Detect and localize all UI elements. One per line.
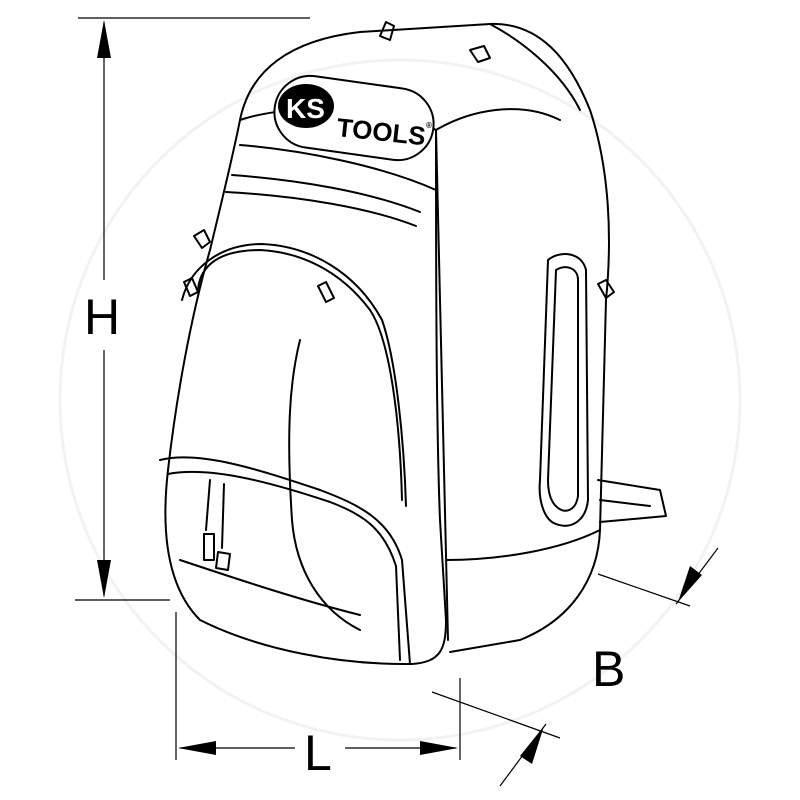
depth-dimension	[431, 547, 719, 787]
height-label: H	[84, 289, 120, 345]
depth-label: B	[592, 641, 625, 697]
logo-registered: ®	[426, 121, 432, 130]
watermark-circle	[58, 58, 742, 742]
backpack-outline	[159, 21, 667, 666]
height-dimension	[75, 17, 310, 601]
ks-tools-logo: KS TOOLS ®	[273, 74, 435, 162]
length-dimension	[175, 612, 461, 760]
logo-ks: KS	[286, 93, 325, 124]
length-label: L	[304, 725, 332, 781]
